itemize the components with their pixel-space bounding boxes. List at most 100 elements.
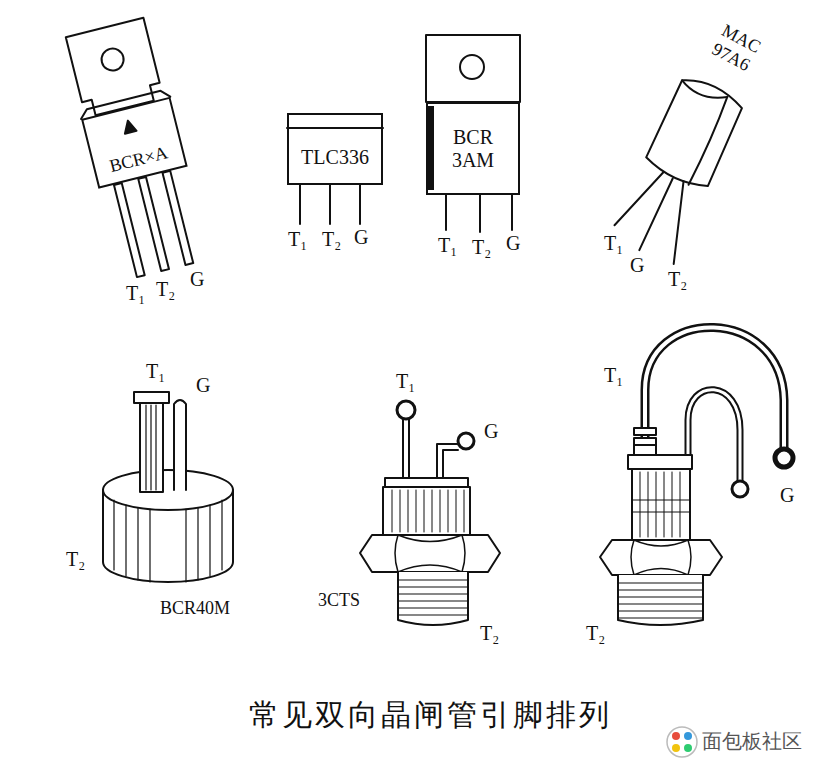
logo-dot <box>684 744 692 752</box>
nut-faces <box>631 540 691 575</box>
threaded-stud <box>398 572 468 625</box>
lead <box>479 195 481 232</box>
label-holder: T₂ <box>586 622 605 645</box>
label-holder: BCR40M <box>160 598 230 619</box>
lead <box>299 185 301 224</box>
label-holder: T₂ <box>156 278 175 301</box>
pin-name: T₁ <box>288 228 307 251</box>
label-holder: 面包板社区 <box>702 730 802 753</box>
stud-threads <box>618 583 703 618</box>
pin-name: T₂ <box>472 236 491 259</box>
pin-name: T₁ <box>438 234 457 257</box>
pin-name: T₂ <box>156 278 175 301</box>
gate-wire <box>688 390 740 481</box>
label-holder: T₂ <box>472 236 491 259</box>
label-holder: T₂ <box>66 548 85 571</box>
cylinder-ribs <box>114 500 222 582</box>
watermark-logo <box>667 727 697 757</box>
terminal-ring <box>775 449 793 467</box>
label-holder: T₂ <box>668 268 687 291</box>
figure-caption: 常见双向晶闸管引脚排列 <box>160 698 700 733</box>
body-ribs <box>392 490 464 532</box>
terminal-cap <box>134 392 169 403</box>
label-holder: T₂ <box>322 228 341 251</box>
body-ribs <box>632 472 690 537</box>
mounting-hole <box>460 55 484 79</box>
pin-name: G <box>190 268 204 291</box>
gate-ring <box>732 481 748 497</box>
label-holder: G <box>780 484 794 507</box>
part-marking: BCR×A <box>107 143 169 177</box>
part-marking: TLC336 <box>301 146 369 169</box>
lead <box>359 185 361 224</box>
pin-name: T₁ <box>604 364 623 387</box>
label-holder: T₁ <box>604 364 623 387</box>
component-body: BCR 3AM <box>426 102 520 195</box>
terminal-t1 <box>140 402 163 492</box>
to220-package <box>426 35 520 232</box>
stud-cylinder-package <box>103 392 233 582</box>
pin-name: G <box>484 420 498 443</box>
label-holder: 3CTS <box>318 590 360 611</box>
pin-name: T₁ <box>396 370 415 393</box>
collar <box>634 445 656 455</box>
watermark: 面包板社区 <box>702 730 802 753</box>
lead <box>162 171 193 265</box>
to220-package <box>61 16 211 281</box>
pin-name: T₁ <box>126 282 145 305</box>
pin-name: G <box>630 254 644 277</box>
lead <box>445 195 447 230</box>
package-body <box>643 73 747 192</box>
terminal-ring <box>397 401 415 419</box>
logo-dot <box>672 744 680 752</box>
pin-name: T₂ <box>586 622 605 645</box>
body-edge <box>427 106 434 190</box>
stud-body <box>632 469 690 540</box>
gate-wire-core <box>688 390 740 481</box>
label-holder: G <box>630 254 644 277</box>
label-holder: T₁ <box>604 232 623 255</box>
mounting-tab <box>426 35 520 102</box>
lead <box>138 177 169 271</box>
stud-body <box>383 487 470 535</box>
lead <box>511 195 513 230</box>
gate-ring <box>458 433 474 449</box>
to92-package <box>609 73 749 266</box>
lead <box>614 163 663 235</box>
pin-name: T₂ <box>322 228 341 251</box>
label-holder: G <box>196 374 210 397</box>
label-holder: G <box>190 268 204 291</box>
label-holder: G <box>354 226 368 249</box>
pin-name: T₂ <box>66 548 85 571</box>
nut-faces <box>395 535 465 572</box>
part-number: BCR40M <box>160 598 230 619</box>
terminal-ribs <box>146 405 156 490</box>
label-holder: MAC 97A6 <box>709 20 765 76</box>
gate-lead <box>437 444 458 480</box>
label-holder: T₁ <box>396 370 415 393</box>
pin-name: G <box>780 484 794 507</box>
stud-package <box>600 327 793 625</box>
label-holder: T₁ <box>438 234 457 257</box>
logo-dot <box>684 732 692 740</box>
lead <box>329 185 331 224</box>
pin-name: G <box>196 374 210 397</box>
part-number: 3CTS <box>318 590 360 611</box>
pin-name: G <box>506 232 520 255</box>
flat-package <box>287 128 383 224</box>
flat-face-edge <box>680 77 727 106</box>
flat-face-edge <box>687 97 730 185</box>
body-band <box>287 127 383 129</box>
label-holder: T₁ <box>126 282 145 305</box>
caption-holder: 常见双向晶闸管引脚排列 <box>160 698 700 733</box>
body-collar <box>385 478 468 487</box>
pin-marker <box>122 119 137 134</box>
pin-name: T₂ <box>480 622 499 645</box>
lead <box>114 183 145 277</box>
part-marking: MAC 97A6 <box>709 20 765 76</box>
label-holder: T₁ <box>288 228 307 251</box>
collar <box>634 428 656 435</box>
stud-package <box>360 401 500 625</box>
